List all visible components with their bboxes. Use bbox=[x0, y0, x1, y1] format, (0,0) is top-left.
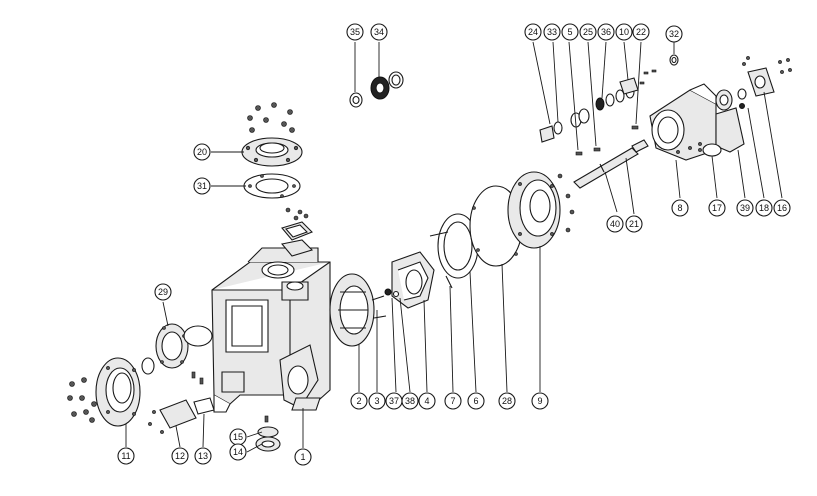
top-cover-plate bbox=[280, 207, 314, 257]
washer bbox=[349, 92, 363, 108]
check-valve-assembly bbox=[141, 323, 213, 375]
callout-39: 39 bbox=[736, 199, 754, 217]
pump-casing bbox=[211, 247, 331, 413]
callout-38: 38 bbox=[401, 392, 419, 410]
callout-31-label: 31 bbox=[197, 181, 207, 191]
callout-4: 4 bbox=[418, 392, 436, 410]
callout-6-label: 6 bbox=[473, 396, 478, 406]
callout-28: 28 bbox=[498, 392, 516, 410]
callout-1-label: 1 bbox=[300, 452, 305, 462]
callout-7: 7 bbox=[444, 392, 462, 410]
callout-16: 16 bbox=[773, 199, 791, 217]
lip-seal-set bbox=[370, 71, 404, 100]
callout-9-label: 9 bbox=[537, 396, 542, 406]
callout-15-label: 15 bbox=[233, 432, 243, 442]
callout-21: 21 bbox=[625, 215, 643, 233]
flange-nuts bbox=[247, 102, 295, 133]
callout-20: 20 bbox=[193, 143, 211, 161]
impeller-shims bbox=[384, 288, 400, 298]
callout-10: 10 bbox=[615, 23, 633, 41]
bearing-cap-parts bbox=[669, 54, 792, 157]
discharge-flange bbox=[241, 137, 303, 167]
callout-5-label: 5 bbox=[567, 27, 572, 37]
callout-8: 8 bbox=[671, 199, 689, 217]
pump-shaft bbox=[573, 139, 649, 189]
callout-21-label: 21 bbox=[629, 219, 639, 229]
back-cover bbox=[507, 171, 575, 249]
callout-6: 6 bbox=[467, 392, 485, 410]
callout-2: 2 bbox=[350, 392, 368, 410]
callout-18: 18 bbox=[755, 199, 773, 217]
callout-17-label: 17 bbox=[712, 203, 722, 213]
callout-18-label: 18 bbox=[759, 203, 769, 213]
callout-7-label: 7 bbox=[450, 396, 455, 406]
callout-29: 29 bbox=[154, 283, 172, 301]
callout-40: 40 bbox=[606, 215, 624, 233]
callout-29-label: 29 bbox=[158, 287, 168, 297]
callout-16-label: 16 bbox=[777, 203, 787, 213]
cleanout-gasket bbox=[191, 371, 215, 415]
callout-5: 5 bbox=[561, 23, 579, 41]
cleanout-cover bbox=[148, 399, 197, 434]
callout-10-label: 10 bbox=[619, 27, 629, 37]
callout-20-label: 20 bbox=[197, 147, 207, 157]
callout-3: 3 bbox=[368, 392, 386, 410]
suction-nuts bbox=[67, 377, 97, 423]
callout-40-label: 40 bbox=[610, 219, 620, 229]
callout-11: 11 bbox=[117, 447, 135, 465]
callout-12-label: 12 bbox=[175, 451, 185, 461]
callout-9: 9 bbox=[531, 392, 549, 410]
flange-gasket bbox=[243, 173, 301, 199]
impeller bbox=[391, 251, 435, 309]
leader-lines bbox=[125, 41, 783, 453]
callout-22-label: 22 bbox=[636, 27, 646, 37]
callout-33: 33 bbox=[543, 23, 561, 41]
callout-35: 35 bbox=[346, 23, 364, 41]
seal-plate bbox=[429, 213, 479, 289]
callout-15: 15 bbox=[229, 428, 247, 446]
callout-28-label: 28 bbox=[502, 396, 512, 406]
callout-37-label: 37 bbox=[389, 396, 399, 406]
callout-31: 31 bbox=[193, 177, 211, 195]
callout-35-label: 35 bbox=[350, 27, 360, 37]
callout-24-label: 24 bbox=[528, 27, 538, 37]
callout-11-label: 11 bbox=[121, 451, 130, 461]
callout-25: 25 bbox=[579, 23, 597, 41]
wear-plate bbox=[329, 273, 387, 347]
callout-12: 12 bbox=[171, 447, 189, 465]
callout-39-label: 39 bbox=[740, 203, 750, 213]
callout-4-label: 4 bbox=[424, 396, 429, 406]
callout-8-label: 8 bbox=[677, 203, 682, 213]
callout-13: 13 bbox=[194, 447, 212, 465]
callout-32-label: 32 bbox=[669, 29, 679, 39]
callout-32: 32 bbox=[665, 25, 683, 43]
callout-1: 1 bbox=[294, 448, 312, 466]
callout-34: 34 bbox=[370, 23, 388, 41]
callout-38-label: 38 bbox=[405, 396, 415, 406]
callout-17: 17 bbox=[708, 199, 726, 217]
callout-14-label: 14 bbox=[233, 447, 243, 457]
callout-36: 36 bbox=[597, 23, 615, 41]
callout-22: 22 bbox=[632, 23, 650, 41]
callout-13-label: 13 bbox=[198, 451, 208, 461]
callout-2-label: 2 bbox=[356, 396, 361, 406]
callout-36-label: 36 bbox=[601, 27, 611, 37]
callout-34-label: 34 bbox=[374, 27, 384, 37]
callout-14: 14 bbox=[229, 443, 247, 461]
callout-25-label: 25 bbox=[583, 27, 593, 37]
callout-24: 24 bbox=[524, 23, 542, 41]
callout-37: 37 bbox=[385, 392, 403, 410]
callout-33-label: 33 bbox=[547, 27, 557, 37]
callout-3-label: 3 bbox=[374, 396, 379, 406]
suction-flange bbox=[95, 357, 141, 427]
